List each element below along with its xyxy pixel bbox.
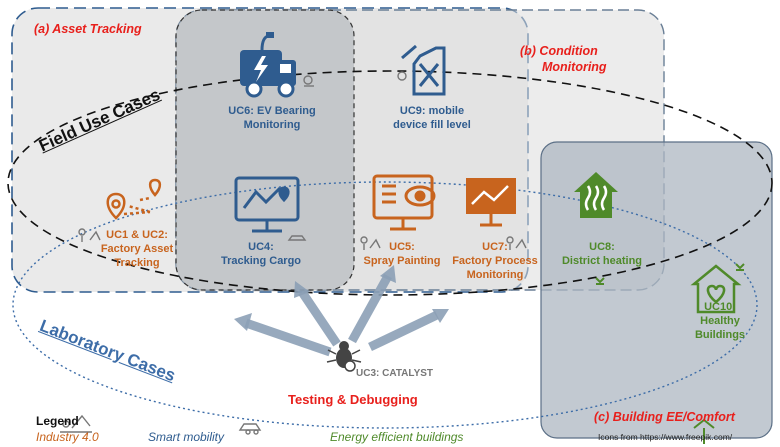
inner-box-uc4-uc6 [175, 9, 355, 291]
region-label-asset-tracking: (a) Asset Tracking [34, 22, 142, 36]
uc10-line1: UC10: [704, 301, 736, 313]
uc4-label: UC4: Tracking Cargo [216, 240, 306, 268]
arrow-uc3-uc1 [244, 318, 332, 357]
region-label-building: (c) Building EE/Comfort [594, 410, 735, 424]
uc10-line3: Buildings [694, 329, 746, 341]
jerry-can-icon [401, 44, 446, 96]
arrow-uc3-uc5 [348, 273, 392, 344]
laboratory-ellipse [12, 181, 758, 429]
uc10-label: UC10: Healthy Buildings [690, 300, 750, 342]
uc7-line1: UC7: [482, 241, 508, 253]
uc7-label: UC7: Factory Process Monitoring [447, 240, 543, 282]
uc10-line2: Healthy [700, 315, 740, 327]
uc6-line1: UC6: EV Bearing [228, 105, 316, 117]
house-heating-icon [574, 172, 618, 218]
arrowhead-uc1 [234, 313, 252, 331]
uc4-line1: UC4: [248, 241, 274, 253]
arrow-uc3-uc7 [368, 310, 439, 352]
arrow-uc3-uc4 [298, 289, 341, 347]
uc9-line2: device fill level [393, 119, 471, 131]
uc5-line2: Spray Painting [363, 255, 441, 267]
uc6-line2: Monitoring [243, 119, 301, 131]
uc1-2-line1: UC1 & UC2: [106, 229, 168, 241]
monitor-map-icon [234, 176, 300, 233]
energy-marks [595, 263, 745, 444]
uc5-label: UC5: Spray Painting [360, 240, 444, 268]
legend-mobility: Smart mobility [148, 430, 225, 444]
legend-energy: Energy efficient buildings [330, 430, 464, 444]
region-label-condition-monitoring-1: (b) Condition [520, 44, 598, 58]
uc4-line2: Tracking Cargo [220, 255, 302, 267]
uc8-line2: District heating [561, 255, 643, 267]
uc1-2-line3: Tracking [114, 257, 160, 269]
truck-icon [240, 32, 296, 98]
arrowhead-uc4 [294, 281, 310, 298]
legend-title: Legend [36, 414, 79, 428]
spray-monitor-icon [372, 174, 436, 231]
uc8-line1: UC8: [589, 241, 615, 253]
region-building [540, 141, 773, 439]
uc5-line1: UC5: [389, 241, 415, 253]
field-use-cases-ellipse [7, 70, 773, 296]
route-pin-icon [106, 178, 162, 220]
icon-credit: Icons from https://www.freepik.com/ [598, 432, 733, 442]
uc7-line2: Factory Process [452, 255, 538, 267]
arrowhead-uc7 [432, 309, 449, 323]
legend-industry: Industry 4.0 [36, 430, 99, 444]
uc9-line1: UC9: mobile [399, 105, 465, 117]
region-label-condition-monitoring-2: Monitoring [542, 60, 607, 74]
uc6-label: UC6: EV Bearing Monitoring [222, 104, 322, 132]
uc1-2-line2: Factory Asset [100, 243, 174, 255]
uc8-label: UC8: District heating [554, 240, 650, 268]
process-chart-icon [466, 178, 516, 227]
testing-debugging-label: Testing & Debugging [288, 392, 418, 407]
uc7-line3: Monitoring [466, 269, 524, 281]
uc1-2-label: UC1 & UC2: Factory Asset Tracking [92, 228, 182, 270]
bug-icon [326, 341, 362, 372]
uc3-label: UC3: CATALYST [356, 368, 434, 379]
arrowhead-uc5 [380, 265, 396, 283]
small-industry-icons [60, 71, 527, 435]
healthy-building-icon [690, 264, 742, 314]
uc9-label: UC9: mobile device fill level [382, 104, 482, 132]
